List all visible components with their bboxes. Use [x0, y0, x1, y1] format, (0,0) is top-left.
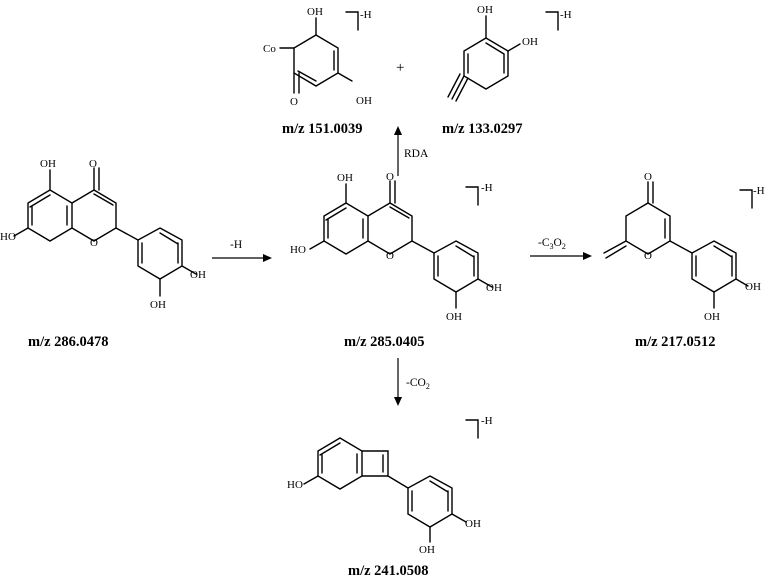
fragment-b-oh-4: OH — [522, 36, 538, 48]
c3o2-product-ring-o: O — [644, 250, 652, 262]
rda-fragment-b-structure: OH OH -H m/z 133.0297 — [442, 4, 572, 137]
c3o2-product-structure: O O OH OH -H m/z 217.0512 — [603, 171, 765, 350]
c3o2-product-oh-4p: OH — [745, 281, 761, 293]
deprotonated-ion-h: -H — [481, 182, 493, 194]
fragment-b-mz: m/z 133.0297 — [442, 121, 523, 137]
precursor-oh-3p: OH — [150, 299, 166, 311]
co2-product-ho: HO — [287, 479, 303, 491]
c3o2-arrow: -C3O2 — [530, 237, 592, 260]
fragment-b-oh-3: OH — [477, 4, 493, 16]
deprotonated-oxo: O — [386, 171, 394, 183]
deprotonated-oh-5: OH — [337, 172, 353, 184]
precursor-ring-o: O — [90, 237, 98, 249]
deprotonated-ring-o: O — [386, 250, 394, 262]
co2-arrow: -CO2 — [394, 358, 430, 406]
fragment-a-co: Co — [263, 43, 276, 55]
c3o2-product-oxo: O — [644, 171, 652, 183]
plus-sign: + — [396, 60, 404, 76]
deprotonated-mz: m/z 285.0405 — [344, 334, 425, 350]
co2-product-ion-h: -H — [481, 415, 493, 427]
deprotonated-oh-4p: OH — [486, 282, 502, 294]
fragment-a-ion-h: -H — [360, 9, 372, 21]
deprotonation-arrow: -H — [212, 239, 272, 262]
co2-label: -CO2 — [406, 377, 430, 391]
precursor-oh-5: OH — [40, 158, 56, 170]
c3o2-product-oh-3p: OH — [704, 311, 720, 323]
precursor-oh-4p: OH — [190, 269, 206, 281]
co2-product-oh-3p: OH — [419, 544, 435, 556]
fragment-b-ion-h: -H — [560, 9, 572, 21]
co2-product-structure: HO OH OH -H m/z 241.0508 — [287, 415, 493, 579]
fragment-a-oh-right: OH — [356, 95, 372, 107]
c3o2-product-mz: m/z 217.0512 — [635, 334, 716, 350]
precursor-ho-7: HO — [0, 231, 16, 243]
fragment-a-oh-top: OH — [307, 6, 323, 18]
deprotonated-structure: O OH HO O OH OH -H m/z 285.0405 — [290, 171, 502, 350]
c3o2-label: -C3O2 — [538, 237, 566, 251]
fragment-a-oxo: O — [290, 96, 298, 108]
deprotonation-label: -H — [230, 239, 242, 251]
fragment-a-mz: m/z 151.0039 — [282, 121, 363, 137]
co2-product-mz: m/z 241.0508 — [348, 563, 429, 579]
deprotonated-ho-7: HO — [290, 244, 306, 256]
rda-label: RDA — [404, 148, 429, 160]
deprotonated-oh-3p: OH — [446, 311, 462, 323]
rda-fragment-a-structure: Co O OH OH -H m/z 151.0039 — [263, 6, 372, 137]
precursor-structure: O OH HO O OH OH m/z 286.0478 — [0, 158, 206, 350]
rda-arrow: RDA — [394, 126, 429, 176]
c3o2-product-ion-h: -H — [753, 185, 765, 197]
precursor-oxo: O — [89, 158, 97, 170]
co2-product-oh-4p: OH — [465, 518, 481, 530]
precursor-mz: m/z 286.0478 — [28, 334, 109, 350]
